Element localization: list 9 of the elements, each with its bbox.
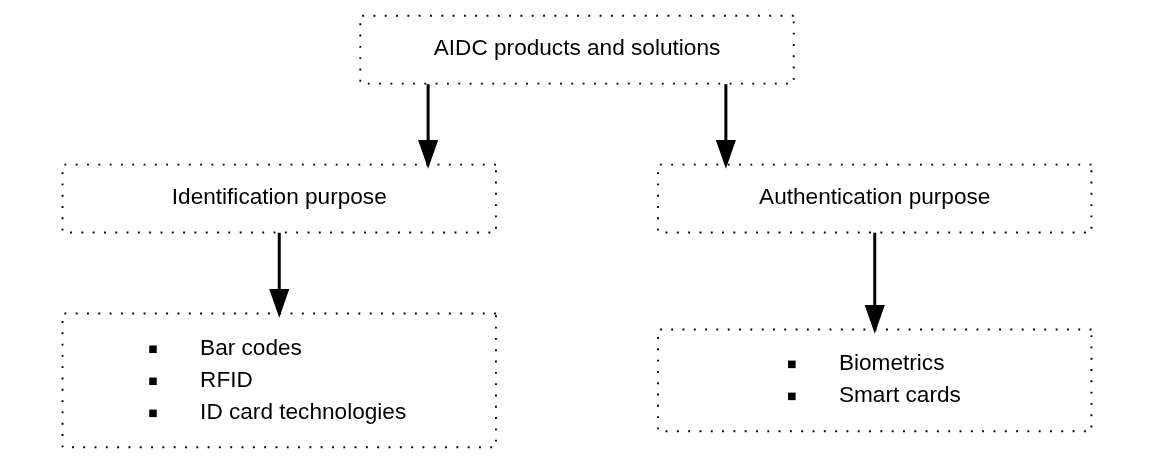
arrow: [269, 232, 290, 318]
node-box: Biometrics Smart cards: [657, 328, 1093, 433]
node-box: Bar codes RFID ID card technologies: [61, 312, 497, 449]
node-box: Identification purpose: [61, 163, 497, 234]
arrow: [715, 84, 736, 169]
node-box: Authentication purpose: [657, 163, 1093, 234]
node-box: AIDC products and solutions: [359, 14, 795, 85]
arrow: [418, 84, 439, 169]
arrow: [864, 232, 885, 334]
